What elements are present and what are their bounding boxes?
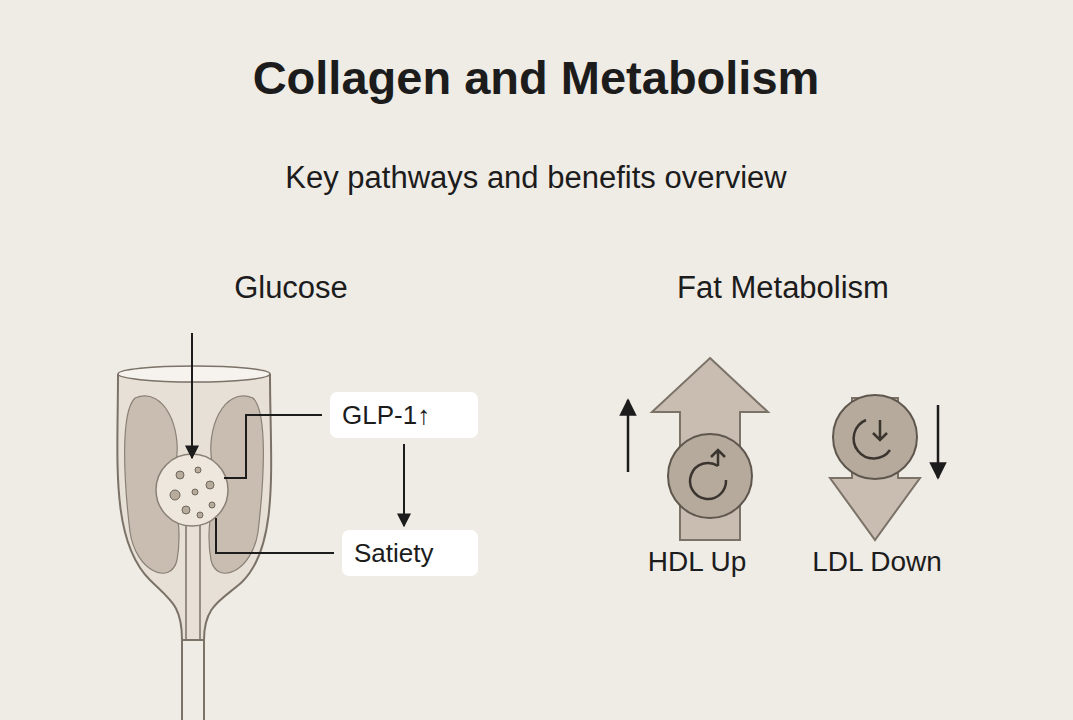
down-arrow [937,405,940,478]
title: Collagen and Metabolism [253,50,820,105]
label-box: GLP-1↑ [330,392,478,438]
box-text: Satiety [354,537,466,569]
particles [170,467,215,518]
organ-rim [118,366,270,382]
arrow-label: LDL Down [812,546,942,578]
subtitle: Key pathways and benefits overview [285,160,786,196]
hdl-icon-glyph [690,450,726,499]
arrow-label: HDL Up [648,546,747,578]
ldl-icon [833,395,917,479]
intake-arrow [191,333,193,458]
organ-bottom-tube [182,640,204,720]
hdl-icon [668,434,752,518]
label-box: Satiety [342,530,478,576]
leader-line [216,518,334,553]
inner-tube [186,524,200,640]
ldl-icon-glyph [854,420,890,458]
connector-arrow [403,444,405,526]
center-chamber [156,454,228,526]
big-up-arrow [652,358,768,540]
leader-line [224,415,322,478]
section-heading: Glucose [234,270,348,306]
section-heading: Fat Metabolism [677,270,889,306]
box-text: GLP-1↑ [342,399,466,431]
up-arrow [627,400,630,472]
